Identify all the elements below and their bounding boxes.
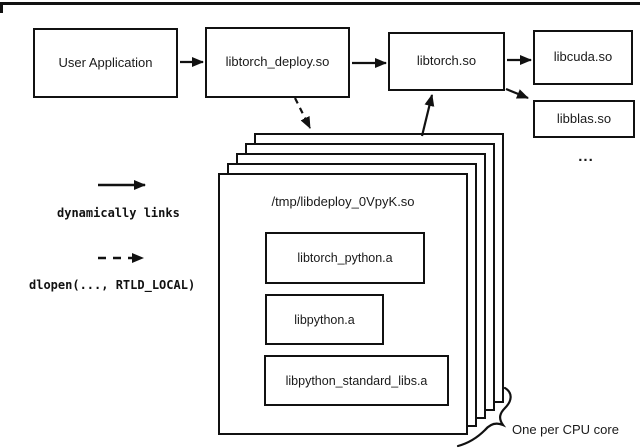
- node-user-application-label: User Application: [58, 54, 153, 70]
- inner-box-libtorch-python: libtorch_python.a: [265, 232, 425, 284]
- stack-title: /tmp/libdeploy_0VpyK.so: [271, 194, 415, 209]
- inner-box-libtorch-python-label: libtorch_python.a: [297, 251, 393, 265]
- node-libtorch-deploy-label: libtorch_deploy.so: [225, 54, 330, 70]
- inner-box-libpython-standard-libs: libpython_standard_libs.a: [264, 355, 449, 406]
- node-libblas-label: libblas.so: [556, 110, 612, 126]
- node-user-application: User Application: [33, 28, 178, 98]
- inner-box-libpython-standard-libs-label: libpython_standard_libs.a: [285, 373, 428, 388]
- node-libtorch: libtorch.so: [388, 32, 505, 91]
- inner-box-libpython: libpython.a: [265, 294, 384, 345]
- legend-dashed-label: dlopen(..., RTLD_LOCAL): [29, 278, 196, 292]
- top-border-line: [0, 2, 640, 5]
- node-libcuda: libcuda.so: [533, 30, 633, 85]
- arrow-deploy-dlopen-stack: [294, 97, 311, 129]
- node-libblas: libblas.so: [533, 100, 635, 138]
- stack-front-box: /tmp/libdeploy_0VpyK.so libtorch_python.…: [218, 173, 468, 435]
- arrow-libtorch-to-libblas: [505, 87, 529, 100]
- stack-caption: One per CPU core: [512, 422, 619, 437]
- node-libtorch-label: libtorch.so: [416, 53, 477, 69]
- arrow-stack-to-libtorch: [420, 94, 435, 137]
- legend-solid-label: dynamically links: [57, 206, 180, 220]
- left-border-stub: [0, 2, 3, 13]
- node-libtorch-deploy: libtorch_deploy.so: [205, 27, 350, 98]
- more-libraries-ellipsis: ...: [578, 148, 594, 165]
- inner-box-libpython-label: libpython.a: [294, 312, 355, 327]
- node-libcuda-label: libcuda.so: [553, 49, 613, 65]
